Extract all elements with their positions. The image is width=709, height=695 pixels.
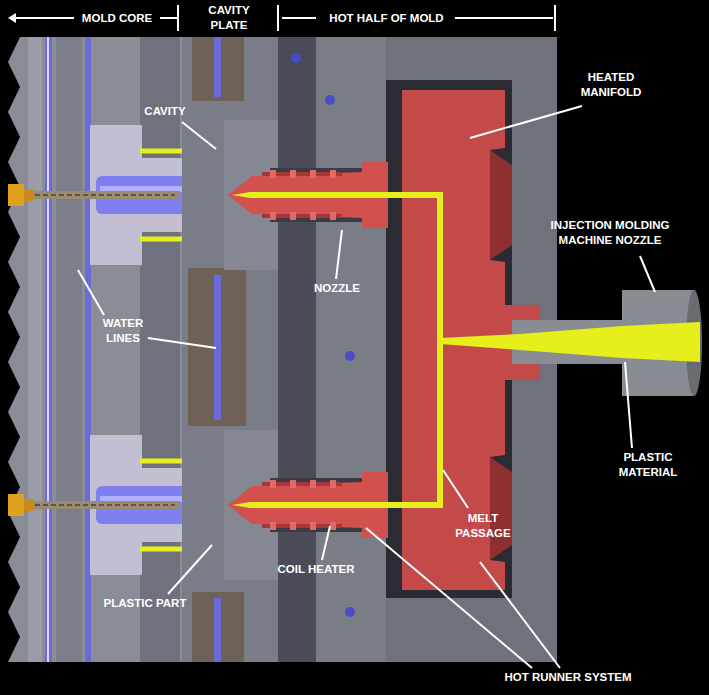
part-label: MELT PASSAGE bbox=[446, 511, 520, 541]
water-line bbox=[214, 37, 221, 97]
cavity-plate bbox=[182, 37, 278, 662]
hot-runner-nozzle bbox=[228, 162, 390, 228]
water-line bbox=[47, 37, 49, 662]
melt-passage bbox=[388, 195, 440, 505]
cavity-insert bbox=[192, 592, 244, 662]
bolt bbox=[345, 607, 355, 617]
part-label: HOT HALF OF MOLD bbox=[320, 11, 453, 26]
water-line bbox=[214, 598, 221, 662]
bolt bbox=[345, 351, 355, 361]
plastic-material bbox=[440, 322, 700, 362]
core-plate bbox=[140, 37, 180, 662]
manifold-notch bbox=[490, 150, 512, 260]
core-plate bbox=[28, 37, 42, 662]
part-label: PLASTIC MATERIAL bbox=[598, 450, 698, 480]
core-plate bbox=[56, 37, 82, 662]
part-label: COIL HEATER bbox=[268, 562, 364, 577]
header-lines bbox=[8, 5, 555, 31]
bolt bbox=[291, 53, 301, 63]
part-label: HEATED MANIFOLD bbox=[556, 70, 666, 100]
part-label: CAVITY bbox=[130, 104, 200, 119]
water-line bbox=[45, 37, 52, 662]
part-label: PLASTIC PART bbox=[90, 596, 200, 611]
part-label: HOT RUNNER SYSTEM bbox=[478, 670, 658, 685]
leader-lines bbox=[78, 106, 655, 668]
manifold-notch bbox=[490, 457, 512, 560]
hot-runner-nozzle bbox=[228, 472, 390, 538]
part-label: CAVITY PLATE bbox=[184, 3, 274, 33]
part-label: INJECTION MOLDING MACHINE NOZZLE bbox=[530, 218, 690, 248]
part-label: NOZZLE bbox=[304, 281, 370, 296]
cavity-insert bbox=[188, 268, 246, 426]
part-label: WATER LINES bbox=[92, 316, 154, 346]
part-label: MOLD CORE bbox=[76, 11, 158, 26]
bolt bbox=[325, 95, 335, 105]
cavity-insert bbox=[192, 37, 244, 101]
